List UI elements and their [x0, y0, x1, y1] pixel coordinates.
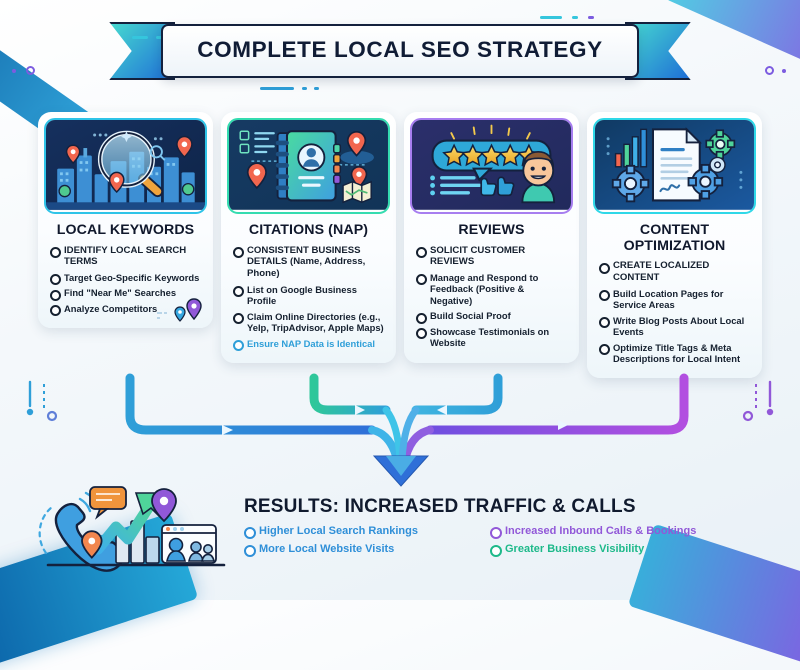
list-item: Find "Near Me" Searches: [50, 287, 203, 302]
decor-ring-left: [26, 66, 35, 75]
decor-dash-c: [260, 87, 294, 90]
list-item: Build Location Pages for Service Areas: [599, 288, 752, 311]
list-item: CREATE LOCALIZED CONTENT: [599, 260, 752, 283]
card-local-keywords[interactable]: LOCAL KEYWORDS IDENTIFY LOCAL SEARCH TER…: [38, 112, 213, 329]
list-item: Build Social Proof: [416, 310, 569, 325]
list-item: Manage and Respond to Feedback (Positive…: [416, 272, 569, 306]
list-item: Increased Inbound Calls & Bookings: [490, 524, 770, 540]
list-item: List on Google Business Profile: [233, 284, 386, 307]
decor-dash-e: [314, 87, 319, 90]
results-bullets: Higher Local Search Rankings Increased I…: [244, 524, 770, 557]
card-title-citations-nap: CITATIONS (NAP): [248, 222, 369, 238]
results-title: RESULTS: INCREASED TRAFFIC & CALLS: [244, 496, 636, 518]
decor-dash-d: [302, 87, 307, 90]
decor-dash-g: [572, 16, 578, 19]
decor-dash-a: [132, 36, 148, 39]
list-item: Target Geo-Specific Keywords: [50, 272, 203, 286]
results-illustration: [38, 479, 238, 574]
results-text-block: RESULTS: INCREASED TRAFFIC & CALLS Highe…: [238, 496, 770, 557]
decor-dot-right: [782, 69, 786, 73]
decor-dash-b: [156, 36, 162, 39]
flow-connectors: [26, 373, 774, 487]
list-item: Optimize Title Tags & Meta Descriptions …: [599, 342, 752, 365]
title-ribbon: COMPLETE LOCAL SEO STRATEGY: [0, 22, 800, 80]
card-title-content-optimization: CONTENT OPTIMIZATION: [623, 222, 726, 254]
five-star-rating-thumbs-up-icon: [412, 120, 571, 210]
decor-ring-right: [765, 66, 774, 75]
list-item: More Local Website Visits: [244, 542, 476, 557]
card-image-local-keywords: [44, 118, 207, 214]
card-bullets-reviews: SOLICIT CUSTOMER REVIEWS Manage and Resp…: [410, 245, 573, 349]
list-item: Claim Online Directories (e.g., Yelp, Tr…: [233, 311, 386, 334]
list-item: Higher Local Search Rankings: [244, 524, 476, 540]
card-citations-nap[interactable]: CITATIONS (NAP) CONSISTENT BUSINESS DETA…: [221, 112, 396, 364]
document-gears-chart-icon: [595, 120, 754, 210]
city-skyline-magnifier-icon: [46, 120, 205, 210]
list-item: Greater Business Visibility: [490, 542, 770, 557]
card-bullets-local-keywords: IDENTIFY LOCAL SEARCH TERMS Target Geo-S…: [44, 245, 207, 317]
card-image-content-optimization: [593, 118, 756, 214]
card-footer-pins-icon: [157, 298, 202, 323]
decor-dot-left: [12, 69, 16, 73]
title-plate: COMPLETE LOCAL SEO STRATEGY: [161, 24, 639, 78]
card-bullets-citations-nap: CONSISTENT BUSINESS DETAILS (Name, Addre…: [227, 245, 390, 352]
list-item: SOLICIT CUSTOMER REVIEWS: [416, 245, 569, 268]
list-item: IDENTIFY LOCAL SEARCH TERMS: [50, 245, 203, 268]
strategy-cards-row: LOCAL KEYWORDS IDENTIFY LOCAL SEARCH TER…: [38, 112, 762, 379]
decor-dash-h: [588, 16, 594, 19]
list-item: Analyze Competitors: [50, 303, 203, 317]
list-item: CONSISTENT BUSINESS DETAILS (Name, Addre…: [233, 245, 386, 280]
contact-book-map-pins-icon: [229, 120, 388, 210]
page-title: COMPLETE LOCAL SEO STRATEGY: [197, 37, 603, 62]
card-title-local-keywords: LOCAL KEYWORDS: [56, 222, 195, 238]
phone-growth-arrow-chart-icon: [38, 485, 226, 572]
list-item: Ensure NAP Data is Identical: [233, 338, 386, 352]
card-image-reviews: [410, 118, 573, 214]
card-image-citations-nap: [227, 118, 390, 214]
card-reviews[interactable]: REVIEWS SOLICIT CUSTOMER REVIEWS Manage …: [404, 112, 579, 363]
card-title-reviews: REVIEWS: [458, 222, 525, 238]
list-item: Showcase Testimonials on Website: [416, 326, 569, 349]
results-section: RESULTS: INCREASED TRAFFIC & CALLS Highe…: [38, 476, 770, 576]
card-bullets-content-optimization: CREATE LOCALIZED CONTENT Build Location …: [593, 260, 756, 364]
decor-dash-f: [540, 16, 562, 19]
list-item: Write Blog Posts About Local Events: [599, 315, 752, 338]
card-content-optimization[interactable]: CONTENT OPTIMIZATION CREATE LOCALIZED CO…: [587, 112, 762, 379]
